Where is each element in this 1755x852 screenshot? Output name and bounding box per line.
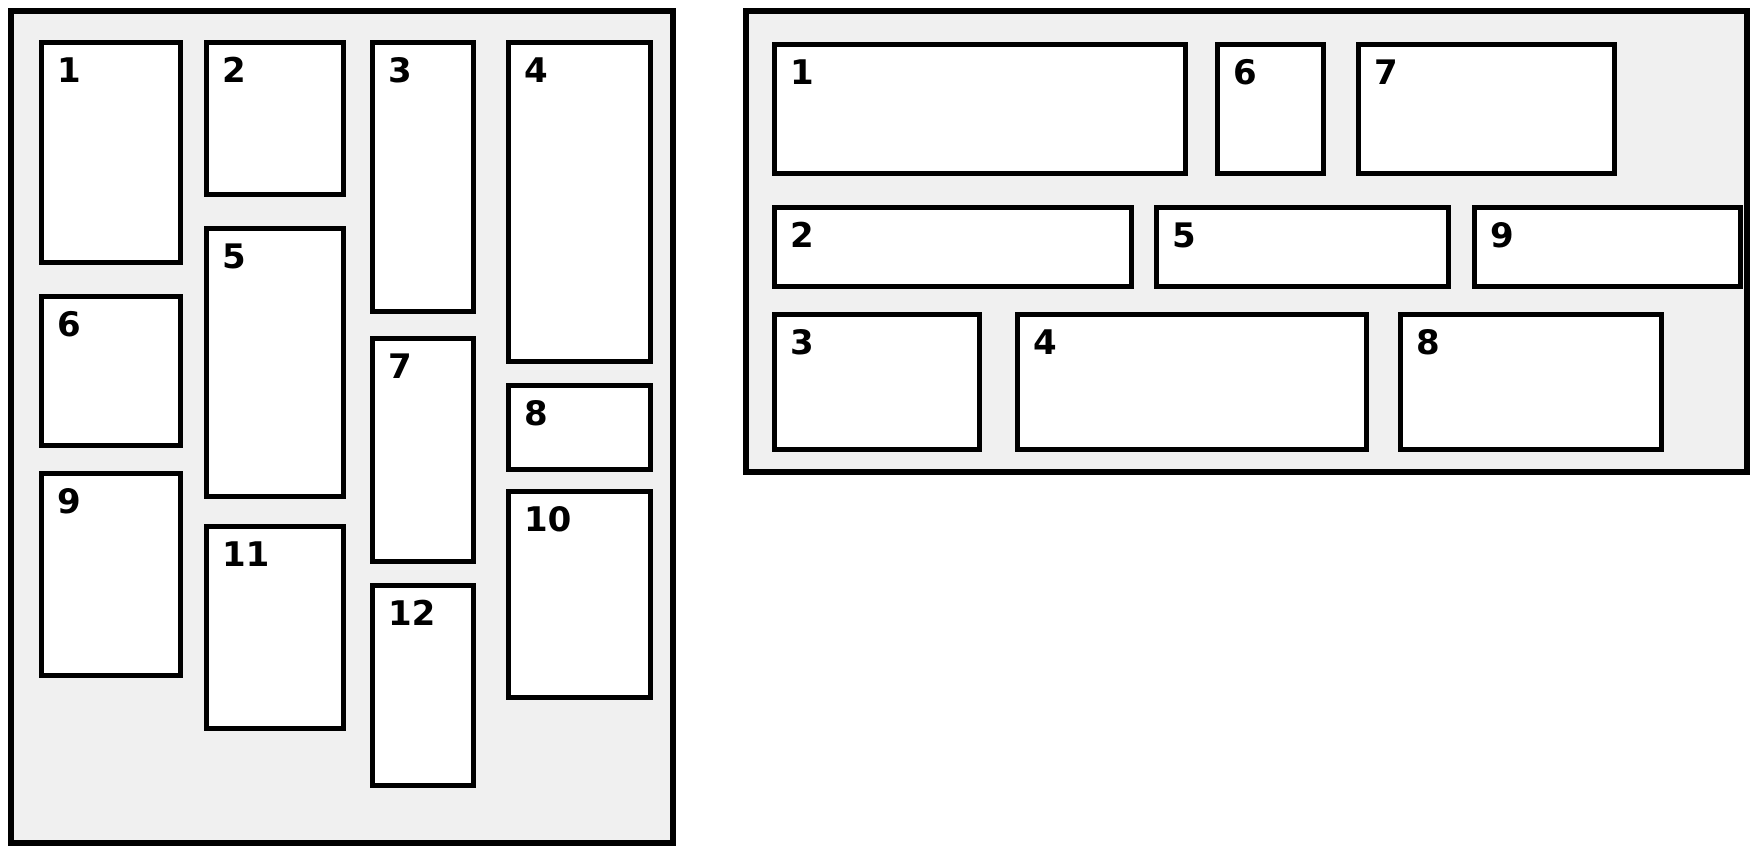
box-number-label: 3 (790, 323, 814, 363)
rows-panel-box-5: 5 (1154, 205, 1451, 289)
box-number-label: 6 (1233, 53, 1257, 93)
rows-panel-box-3: 3 (772, 312, 982, 452)
rows-panel-box-8: 8 (1398, 312, 1664, 452)
box-number-label: 4 (1033, 323, 1057, 363)
box-number-label: 2 (222, 51, 246, 91)
rows-panel: 1 2 3 4 5 6 7 8 9 (743, 8, 1750, 475)
box-number-label: 3 (388, 51, 412, 91)
masonry-columns-panel-box-3: 3 (370, 40, 476, 314)
masonry-columns-panel-box-8: 8 (506, 383, 653, 472)
box-number-label: 1 (790, 53, 814, 93)
box-number-label: 2 (790, 216, 814, 256)
box-number-label: 10 (524, 500, 572, 540)
box-number-label: 7 (1374, 53, 1398, 93)
masonry-columns-panel-box-1: 1 (39, 40, 183, 265)
box-number-label: 12 (388, 594, 436, 634)
box-number-label: 11 (222, 535, 270, 575)
masonry-columns-panel-box-6: 6 (39, 294, 183, 448)
masonry-columns-panel-box-2: 2 (204, 40, 346, 197)
box-number-label: 4 (524, 51, 548, 91)
box-number-label: 6 (57, 305, 81, 345)
rows-panel-box-4: 4 (1015, 312, 1369, 452)
masonry-columns-panel-box-11: 11 (204, 524, 346, 731)
rows-panel-box-1: 1 (772, 42, 1188, 176)
box-number-label: 5 (222, 237, 246, 277)
rows-panel-box-9: 9 (1472, 205, 1743, 289)
masonry-columns-panel-box-10: 10 (506, 489, 653, 700)
box-number-label: 5 (1172, 216, 1196, 256)
masonry-columns-panel-box-7: 7 (370, 336, 476, 564)
box-number-label: 9 (57, 482, 81, 522)
masonry-columns-panel-box-5: 5 (204, 226, 346, 499)
box-number-label: 8 (1416, 323, 1440, 363)
masonry-columns-panel-box-12: 12 (370, 583, 476, 788)
box-number-label: 9 (1490, 216, 1514, 256)
box-number-label: 1 (57, 51, 81, 91)
rows-panel-box-6: 6 (1215, 42, 1326, 176)
masonry-columns-panel-box-4: 4 (506, 40, 653, 364)
box-number-label: 8 (524, 394, 548, 434)
rows-panel-box-7: 7 (1356, 42, 1617, 176)
box-number-label: 7 (388, 347, 412, 387)
rows-panel-box-2: 2 (772, 205, 1134, 289)
masonry-columns-panel-box-9: 9 (39, 471, 183, 678)
